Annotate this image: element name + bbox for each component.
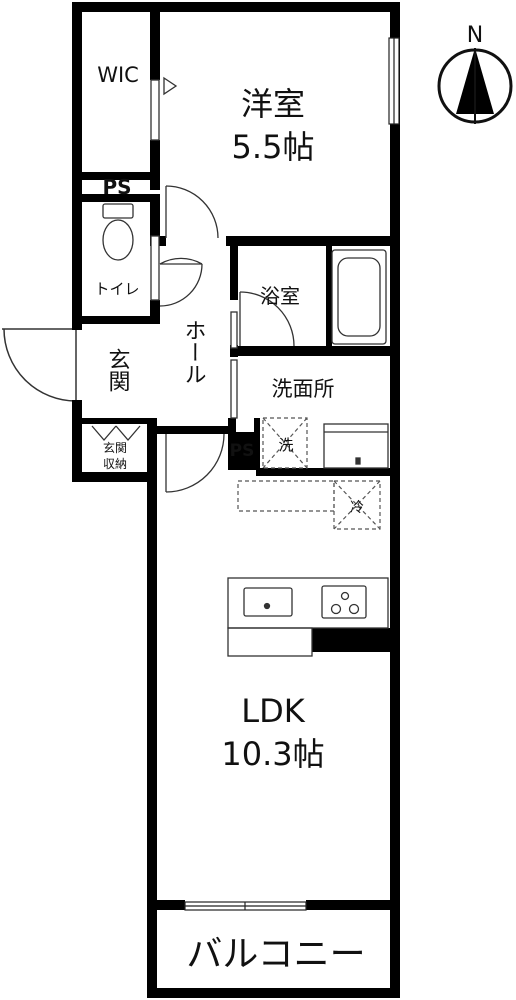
room-ldk-size: 10.3帖 [221,735,324,773]
ps-top: PS [102,175,131,199]
kitchen [227,577,389,657]
ps-mid-box [229,432,255,466]
room-bath: 浴室 [260,284,300,308]
room-labels: WIC 洋室 5.5帖 PS トイレ 浴室 ホール 玄関 玄関 収納 洗面所 P… [94,63,365,975]
north-compass: N [437,23,513,124]
ps-mid-text: PS [230,441,255,461]
windows [184,37,400,911]
sink [243,587,293,617]
room-washroom: 洗面所 [272,377,335,401]
vanity [323,423,389,469]
room-balcony: バルコニー [186,934,365,975]
compass-north-label: N [467,23,483,48]
doors [91,76,295,493]
washer-space [262,417,308,469]
room-toilet: トイレ [94,280,139,298]
entrance-storage-line1: 玄関 [103,440,127,455]
bathtub [331,249,387,345]
hanging-cabinet [237,480,335,512]
room-wic: WIC [97,63,139,87]
kitchen-base [227,627,313,657]
outer-walls [72,2,400,998]
toilet-fixture [102,203,134,261]
entrance-storage-line2: 収納 [103,457,127,471]
fridge-label: 冷 [350,500,364,516]
room-entrance: 玄関 [105,348,130,392]
stove [321,585,367,619]
room-hall: ホール [181,319,206,385]
washer-label: 洗 [278,436,293,454]
entrance-door [2,328,77,402]
room-western-size: 5.5帖 [232,128,315,166]
room-ldk-name: LDK [241,692,305,730]
appliance-spaces [237,417,381,530]
room-western-name: 洋室 [241,85,305,123]
